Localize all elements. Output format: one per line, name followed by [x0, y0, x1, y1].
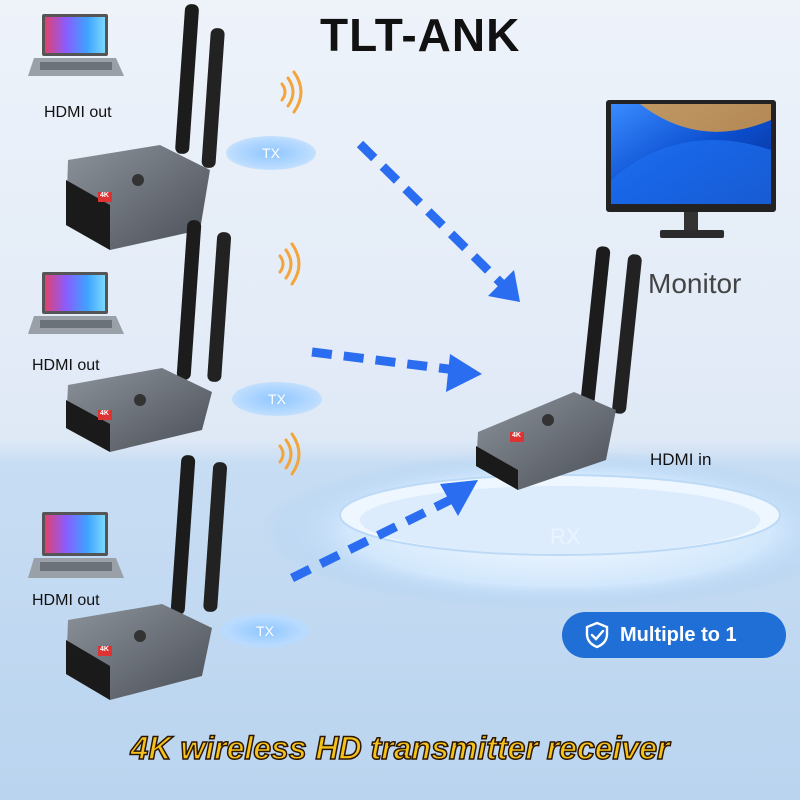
- device-4k-badge-3: 4K: [100, 646, 109, 653]
- receiver-device: [476, 246, 642, 490]
- laptop-2: [28, 272, 124, 334]
- shield-check-icon: [585, 621, 609, 649]
- mode-badge-label: Multiple to 1: [620, 623, 737, 646]
- device-4k-badge-2: 4K: [100, 410, 109, 417]
- tx-label-1: TX: [226, 136, 316, 170]
- rx-label: RX: [550, 524, 581, 549]
- tx-label-2: TX: [232, 382, 322, 416]
- hdmi-out-label-2: HDMI out: [32, 357, 100, 374]
- multiple-to-one-badge: Multiple to 1: [562, 612, 786, 658]
- device-4k-badge-1: 4K: [100, 192, 109, 199]
- laptop-1: [28, 14, 124, 76]
- receiver-4k-badge: 4K: [512, 432, 521, 439]
- transmitter-device-3: [66, 455, 228, 700]
- transmitter-device-2: [66, 220, 232, 452]
- monitor-label: Monitor: [648, 268, 742, 299]
- hdmi-out-label-3: HDMI out: [32, 592, 100, 609]
- hdmi-out-label-1: HDMI out: [44, 104, 112, 121]
- bottom-product-title: 4K wireless HD transmitter receiver: [130, 729, 670, 767]
- transmitter-device-1: [66, 4, 225, 250]
- monitor: [606, 100, 776, 238]
- hdmi-in-label: HDMI in: [650, 450, 712, 469]
- laptop-3: [28, 512, 124, 578]
- signal-arrows: [290, 140, 520, 583]
- tx-label-3: TX: [220, 614, 310, 648]
- signal-wave-icon: [278, 70, 303, 476]
- brand-title: TLT-ANK: [320, 9, 521, 61]
